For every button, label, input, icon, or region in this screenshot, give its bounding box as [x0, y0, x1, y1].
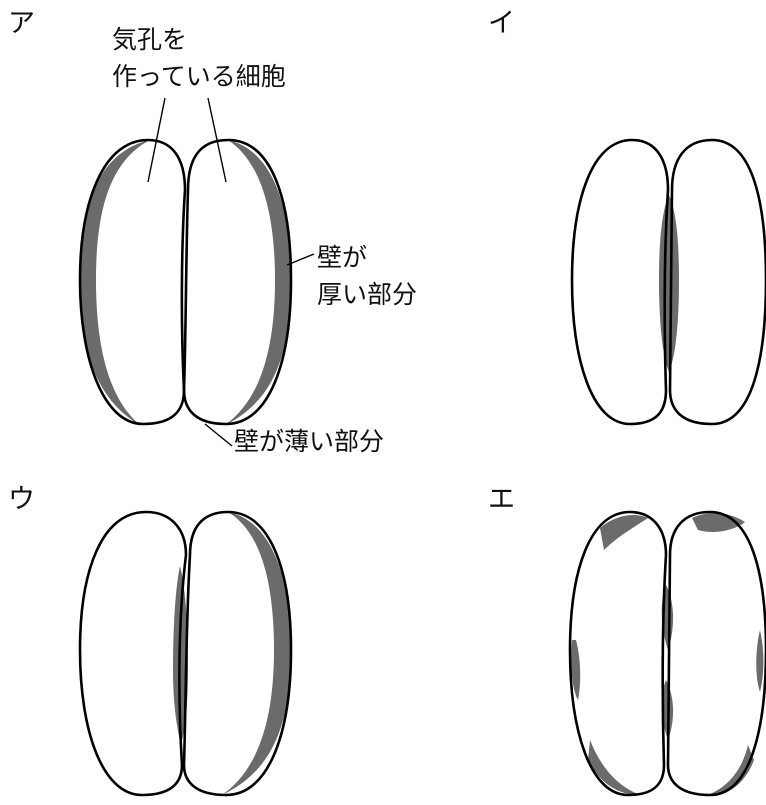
- guard-cell-right: [670, 140, 766, 424]
- guard-cells-label-line1: 気孔を: [112, 25, 187, 54]
- panel-e: エ: [488, 484, 766, 796]
- guard-cells-label-line2: 作っている細胞: [112, 62, 286, 91]
- leader-thin-wall: [205, 424, 232, 446]
- guard-cell-left: [570, 512, 666, 795]
- thick-wall-label-line2: 厚い部分: [317, 280, 417, 309]
- thick-segment: [588, 740, 640, 795]
- thick-wall-inner-center: [659, 195, 679, 372]
- panel-a: ア 気孔を 作っている細胞 壁が 厚い部分 壁が薄い部分: [8, 8, 417, 456]
- thick-wall-right-cell: [225, 140, 291, 425]
- panel-u-letter: ウ: [8, 484, 35, 515]
- panel-u: ウ: [8, 484, 291, 795]
- panel-e-letter: エ: [488, 484, 515, 515]
- guard-cell-left: [572, 140, 668, 424]
- thick-wall-label-line1: 壁が: [317, 243, 367, 272]
- thick-segment: [756, 630, 763, 692]
- panel-a-letter: ア: [8, 8, 35, 39]
- thick-wall-left-cell: [80, 140, 150, 425]
- guard-cell-right: [184, 140, 291, 424]
- panel-i: イ: [488, 8, 766, 424]
- guard-cell-left: [80, 512, 186, 795]
- panel-i-letter: イ: [488, 8, 515, 39]
- thick-wall-outer-right: [222, 512, 291, 795]
- guard-cell-right: [668, 512, 766, 795]
- thin-wall-label: 壁が薄い部分: [234, 427, 384, 456]
